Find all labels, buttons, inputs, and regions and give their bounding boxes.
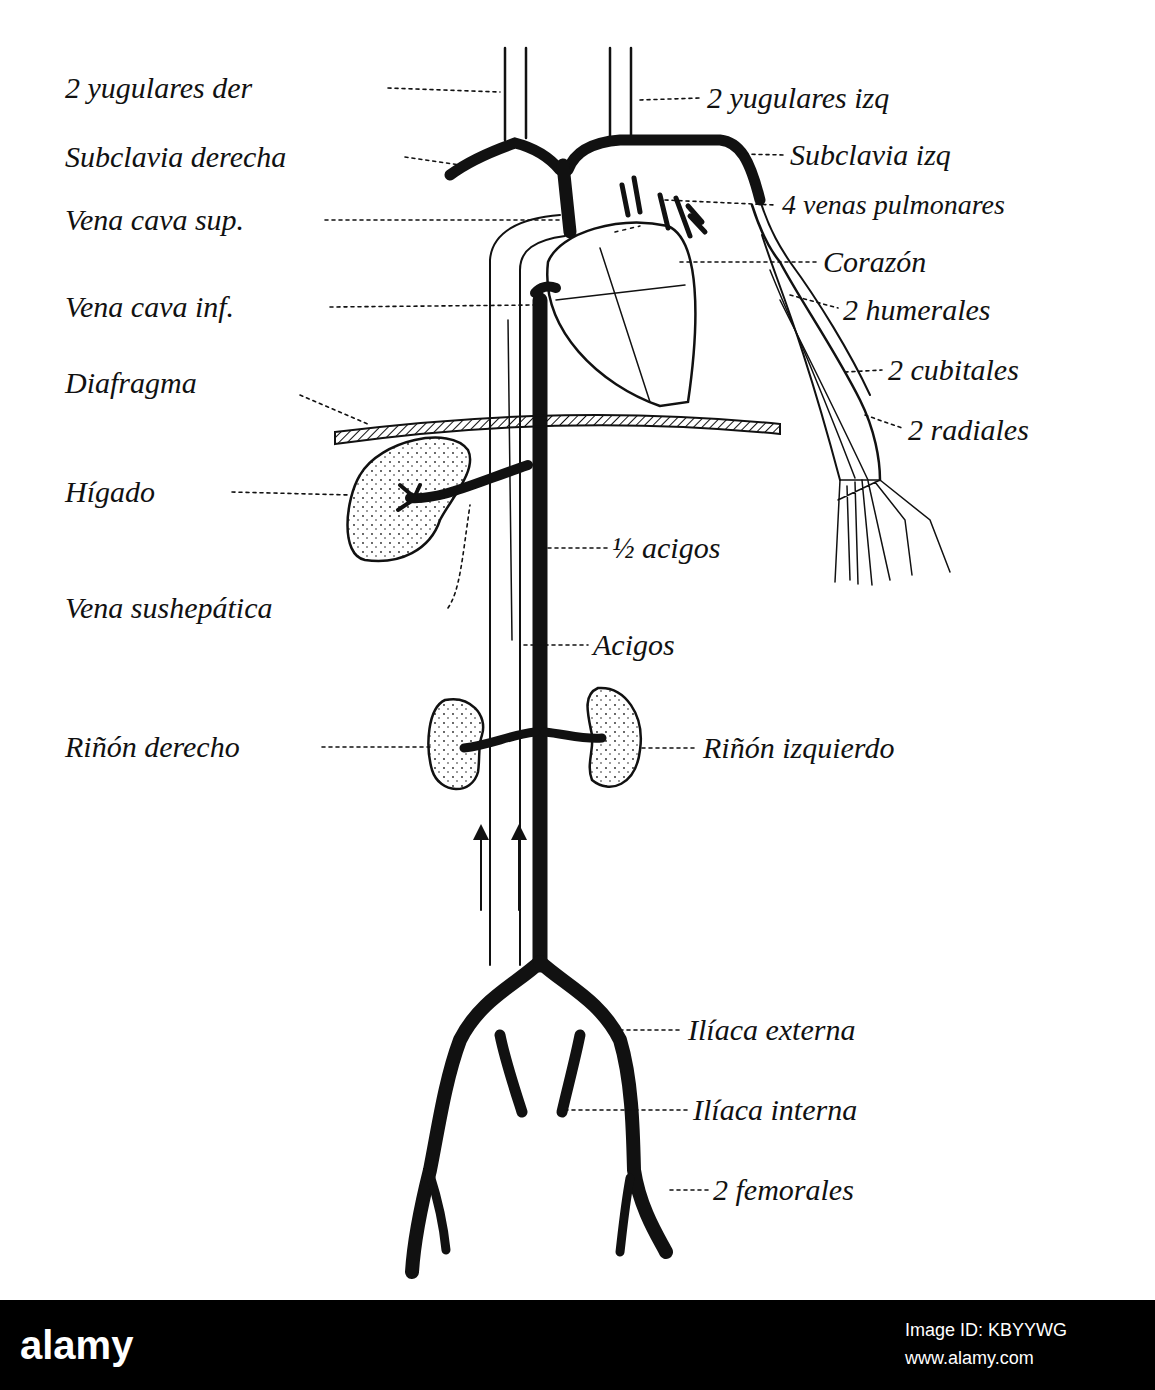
vein-label: 2 femorales <box>713 1172 854 1208</box>
watermark-text: alamy <box>20 1321 133 1369</box>
vein-label: Subclavia izq <box>790 137 951 173</box>
vein-label: Vena cava sup. <box>65 202 244 238</box>
vein-label: 2 humerales <box>843 292 990 328</box>
vein-label: ½ acigos <box>612 530 720 566</box>
vein-label: 4 venas pulmonares <box>782 188 1005 222</box>
watermark-bar <box>0 1300 1155 1390</box>
vein-label: 2 radiales <box>908 412 1029 448</box>
vein-label: Ilíaca interna <box>693 1092 857 1128</box>
vein-label: Riñón izquierdo <box>703 730 894 766</box>
vein-label: Corazón <box>823 244 926 280</box>
vein-label: 2 yugulares der <box>65 70 252 106</box>
vein-label: Subclavia derecha <box>65 139 286 175</box>
vein-label: Diafragma <box>65 365 197 401</box>
vein-label: Riñón derecho <box>65 729 240 765</box>
watermark-text: www.alamy.com <box>905 1347 1034 1369</box>
watermark-text: Image ID: KBYYWG <box>905 1319 1067 1341</box>
vein-label: 2 yugulares izq <box>707 80 889 116</box>
vein-label: 2 cubitales <box>888 352 1019 388</box>
vein-label: Acigos <box>593 627 675 663</box>
vein-label: Vena sushepática <box>65 590 272 626</box>
vein-label: Hígado <box>65 474 155 510</box>
vein-label: Ilíaca externa <box>688 1012 855 1048</box>
vein-label: Vena cava inf. <box>65 289 234 325</box>
